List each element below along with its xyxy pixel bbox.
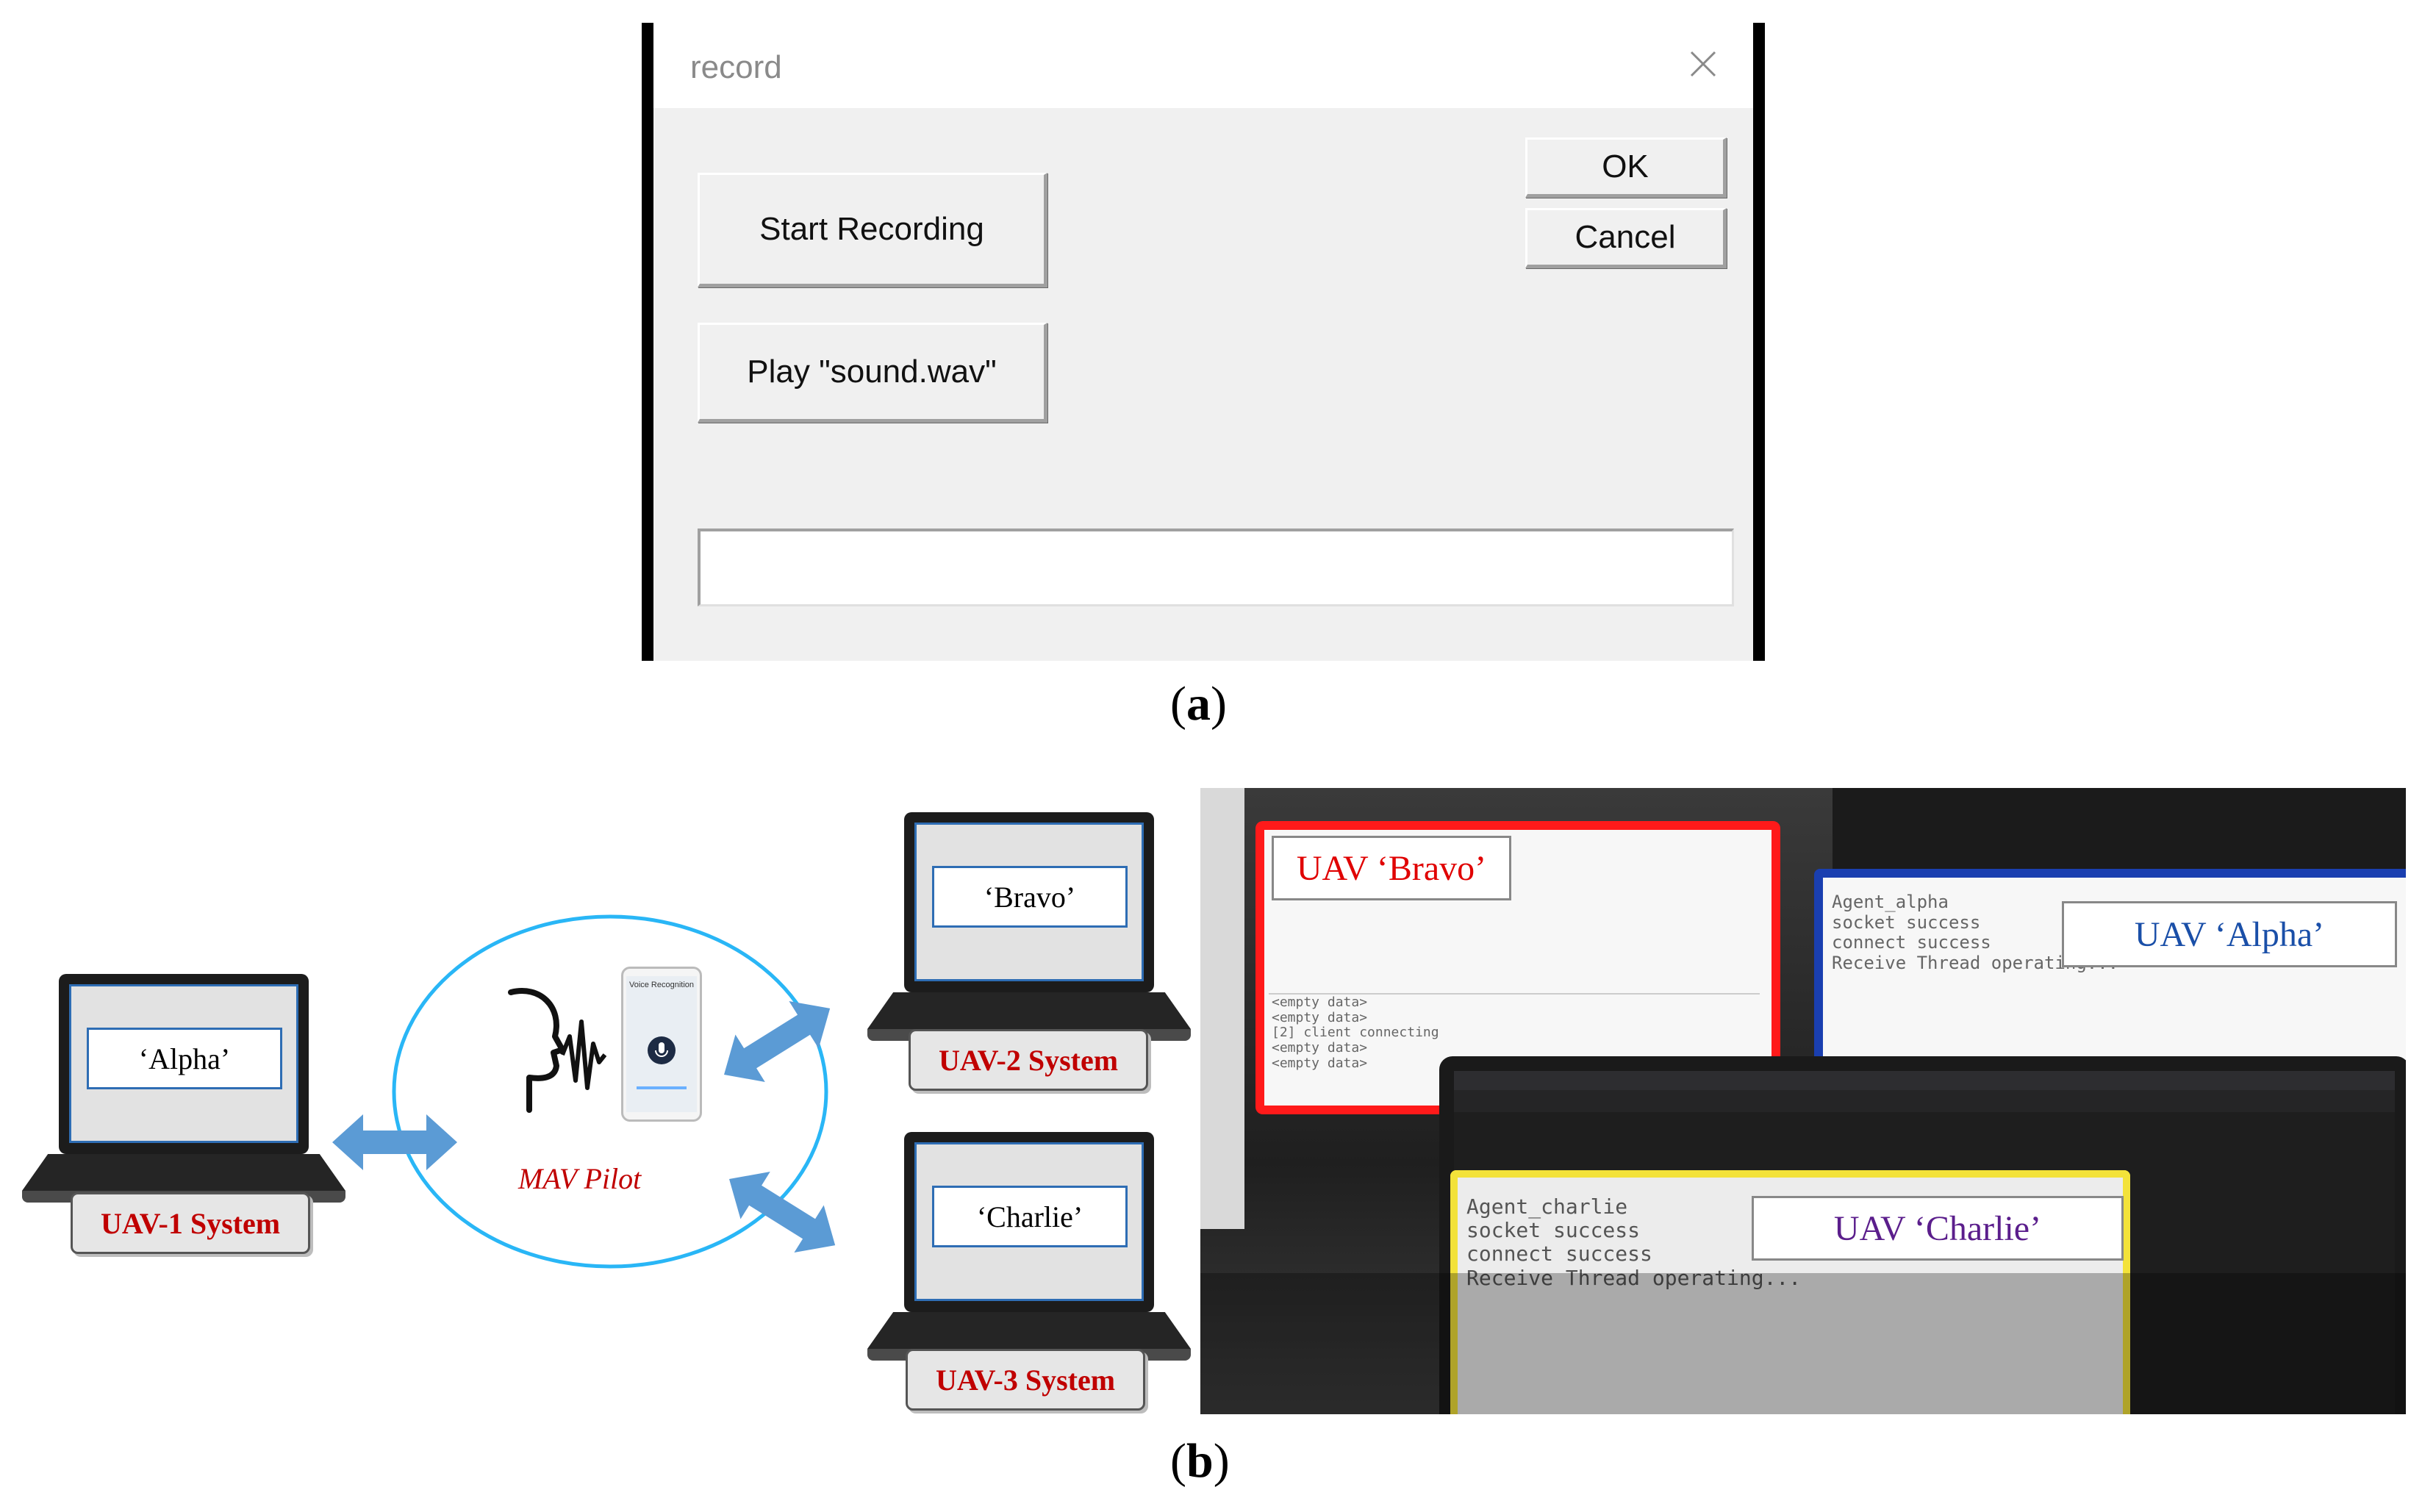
bravo-tag: UAV ‘Bravo’ bbox=[1272, 836, 1511, 900]
system-label-uav2: UAV-2 System bbox=[909, 1029, 1148, 1091]
cancel-button[interactable]: Cancel bbox=[1525, 208, 1727, 268]
dialog-titlebar: record bbox=[653, 23, 1753, 108]
microphone-icon bbox=[648, 1036, 676, 1064]
caption-a-letter: a bbox=[1186, 677, 1211, 731]
status-field[interactable] bbox=[698, 529, 1734, 606]
alpha-tag: UAV ‘Alpha’ bbox=[2062, 901, 2397, 967]
caption-a: (a) bbox=[1170, 677, 1227, 731]
pilot-label: MAV Pilot bbox=[518, 1162, 642, 1195]
ok-button[interactable]: OK bbox=[1525, 137, 1727, 198]
system-label-uav1: UAV-1 System bbox=[71, 1192, 310, 1254]
alpha-console: Agent_alpha socket success connect succe… bbox=[1832, 892, 2119, 973]
bravo-window: UAV ‘Bravo’ <empty data> <empty data> [2… bbox=[1255, 821, 1780, 1114]
bravo-console: <empty data> <empty data> [2] client con… bbox=[1272, 995, 1439, 1071]
laptop-charlie: ‘Charlie’ bbox=[867, 1132, 1191, 1382]
laptop-bravo: ‘Bravo’ bbox=[867, 812, 1191, 1062]
phone-header: Voice Recognition bbox=[628, 981, 695, 989]
pilot-ellipse bbox=[392, 914, 828, 1269]
network-diagram: Voice Recognition MAV Pilot ‘Alpha’ UAV-… bbox=[0, 772, 1198, 1433]
charlie-window: Agent_charlie socket success connect suc… bbox=[1450, 1170, 2130, 1414]
caption-b-letter: b bbox=[1186, 1434, 1214, 1488]
record-dialog: record OK Cancel Start Recording Play "s… bbox=[642, 23, 1765, 661]
arrow-pilot-charlie bbox=[714, 1155, 850, 1269]
laptop-bravo-label: ‘Bravo’ bbox=[932, 866, 1128, 928]
laptop-alpha: ‘Alpha’ bbox=[22, 974, 345, 1224]
speaking-head-icon bbox=[508, 988, 606, 1113]
play-sound-button[interactable]: Play "sound.wav" bbox=[698, 323, 1047, 423]
start-recording-button[interactable]: Start Recording bbox=[698, 173, 1047, 287]
system-label-uav3: UAV-3 System bbox=[906, 1349, 1145, 1411]
arrow-alpha-pilot bbox=[332, 1114, 457, 1170]
laptop-charlie-label: ‘Charlie’ bbox=[932, 1186, 1128, 1247]
caption-b: (b) bbox=[1170, 1434, 1230, 1488]
dialog-title: record bbox=[690, 49, 782, 85]
charlie-tag: UAV ‘Charlie’ bbox=[1752, 1196, 2124, 1261]
laptop-alpha-label: ‘Alpha’ bbox=[87, 1028, 282, 1089]
arrow-pilot-bravo bbox=[709, 984, 845, 1099]
monitor-photo: UAV ‘Bravo’ <empty data> <empty data> [2… bbox=[1200, 788, 2406, 1414]
phone: Voice Recognition bbox=[621, 967, 702, 1122]
close-icon[interactable] bbox=[1685, 46, 1721, 82]
charlie-console: Agent_charlie socket success connect suc… bbox=[1466, 1194, 1802, 1290]
